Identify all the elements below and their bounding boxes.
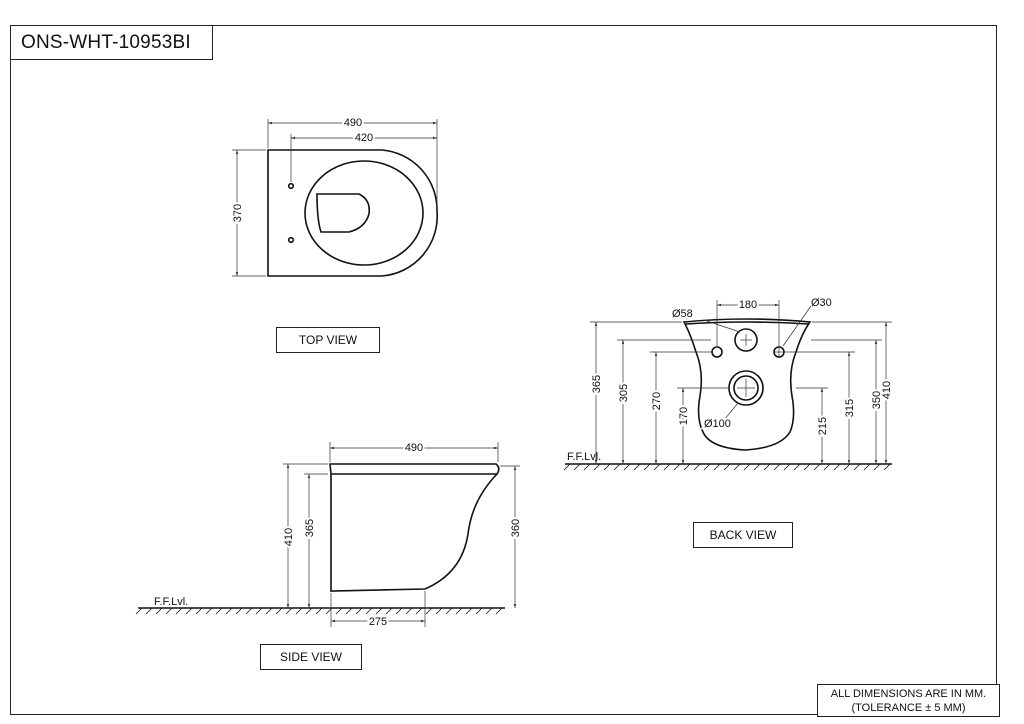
back-height-350-label: 350 <box>871 391 883 409</box>
back-height-270-label: 270 <box>651 392 663 410</box>
side-view-label: SIDE VIEW <box>260 644 362 670</box>
back-view-drawing <box>563 300 892 471</box>
back-height-365-label: 365 <box>591 375 603 393</box>
inlet-hole-large <box>734 328 758 352</box>
back-height-410-label: 410 <box>881 381 893 399</box>
back-height-215-label: 215 <box>817 417 829 435</box>
dimensions-note-line1: ALL DIMENSIONS ARE IN MM. <box>830 688 987 700</box>
top-view-bowl-opening <box>316 193 371 233</box>
back-height-305-label: 305 <box>618 384 630 402</box>
side-base-length-label: 275 <box>369 616 387 628</box>
product-code: ONS-WHT-10953BI <box>10 25 213 60</box>
top-view-rim-inner <box>304 160 424 266</box>
top-depth-label: 370 <box>232 204 244 222</box>
dimensions-note-line2: (TOLERANCE ± 5 MM) <box>851 702 966 714</box>
back-view-label: BACK VIEW <box>693 522 793 548</box>
back-hole-spacing-label: 180 <box>739 299 757 311</box>
drawing-frame <box>10 25 997 715</box>
back-view-body-outline <box>682 318 812 451</box>
fixing-hole-left <box>711 346 723 358</box>
top-width-overall-label: 490 <box>344 117 362 129</box>
back-hole-large-dia-label: Ø58 <box>672 308 693 320</box>
side-height-overall-label: 410 <box>283 528 295 546</box>
side-length-label: 490 <box>405 442 423 454</box>
top-view-drawing <box>232 119 439 277</box>
seat-fixing-hole-bottom <box>287 236 295 244</box>
side-height-top-label: 365 <box>304 519 316 537</box>
back-outlet-dia-label: Ø100 <box>704 418 731 430</box>
side-view-bowl-profile <box>330 473 498 592</box>
back-height-170-label: 170 <box>678 407 690 425</box>
side-floor-hatch <box>135 607 503 615</box>
dimensions-note: ALL DIMENSIONS ARE IN MM. (TOLERANCE ± 5… <box>817 684 1000 717</box>
side-height-rear-label: 360 <box>510 519 522 537</box>
back-hole-small-dia-label: Ø30 <box>811 297 832 309</box>
top-view-label: TOP VIEW <box>276 327 380 353</box>
back-floor-level-label: F.F.Lvl. <box>567 451 601 463</box>
back-height-315-label: 315 <box>844 399 856 417</box>
top-width-inner-label: 420 <box>355 132 373 144</box>
side-view-drawing <box>135 442 520 627</box>
seat-fixing-hole-top <box>287 182 295 190</box>
side-view-body-outline <box>329 463 500 475</box>
back-floor-hatch <box>563 463 891 471</box>
outlet-hole-inner <box>733 375 759 401</box>
top-view-bowl-outline <box>267 149 439 277</box>
side-floor-level-label: F.F.Lvl. <box>154 596 188 608</box>
